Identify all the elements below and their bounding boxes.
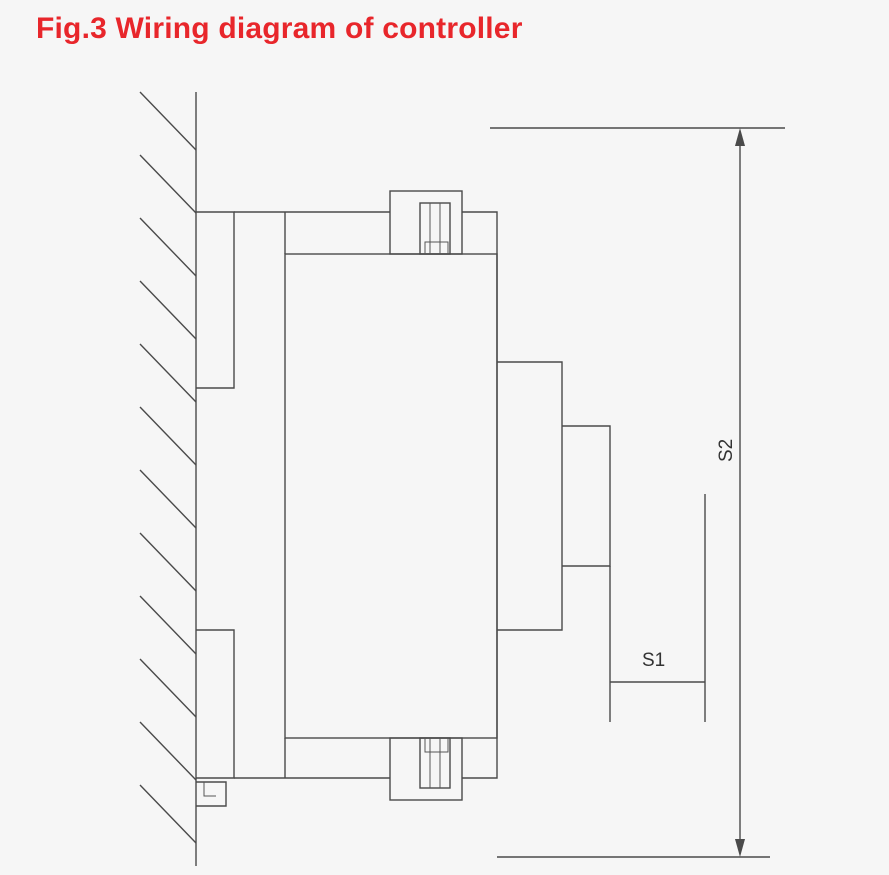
hatch-line <box>139 595 197 655</box>
hatch-line <box>139 406 197 466</box>
front-cover <box>497 361 563 631</box>
controller-body <box>196 190 611 807</box>
s2-arrow-top <box>735 128 745 146</box>
bottom-left-bracket <box>196 781 227 807</box>
hatch-line <box>139 784 197 844</box>
s2-arrow-bottom <box>735 839 745 857</box>
hatch-line <box>139 658 197 718</box>
dimension-s2: S2 <box>490 127 785 858</box>
base-plate-right-top <box>462 211 498 779</box>
lower-mounting-clip <box>196 629 235 779</box>
hatch-line <box>139 343 197 403</box>
s2-label: S2 <box>716 439 737 462</box>
hatch-line <box>139 280 197 340</box>
hatch-line <box>139 91 197 151</box>
hatch-line <box>139 469 197 529</box>
bottom-terminal-block <box>389 737 463 801</box>
main-housing <box>284 253 498 739</box>
hatch-line <box>139 217 197 277</box>
hatch-line <box>139 532 197 592</box>
mounting-wall <box>139 91 197 866</box>
hatch-line <box>139 721 197 781</box>
figure-title: Fig.3 Wiring diagram of controller <box>36 12 523 45</box>
top-terminal-block <box>389 190 463 255</box>
dimension-s1: S1 <box>610 494 706 722</box>
wall-hatching <box>139 91 197 844</box>
s1-label: S1 <box>642 650 665 671</box>
upper-mounting-clip <box>196 211 235 389</box>
hatch-line <box>139 154 197 214</box>
display-module <box>562 425 611 567</box>
bottom-left-bracket-inner <box>203 782 216 797</box>
